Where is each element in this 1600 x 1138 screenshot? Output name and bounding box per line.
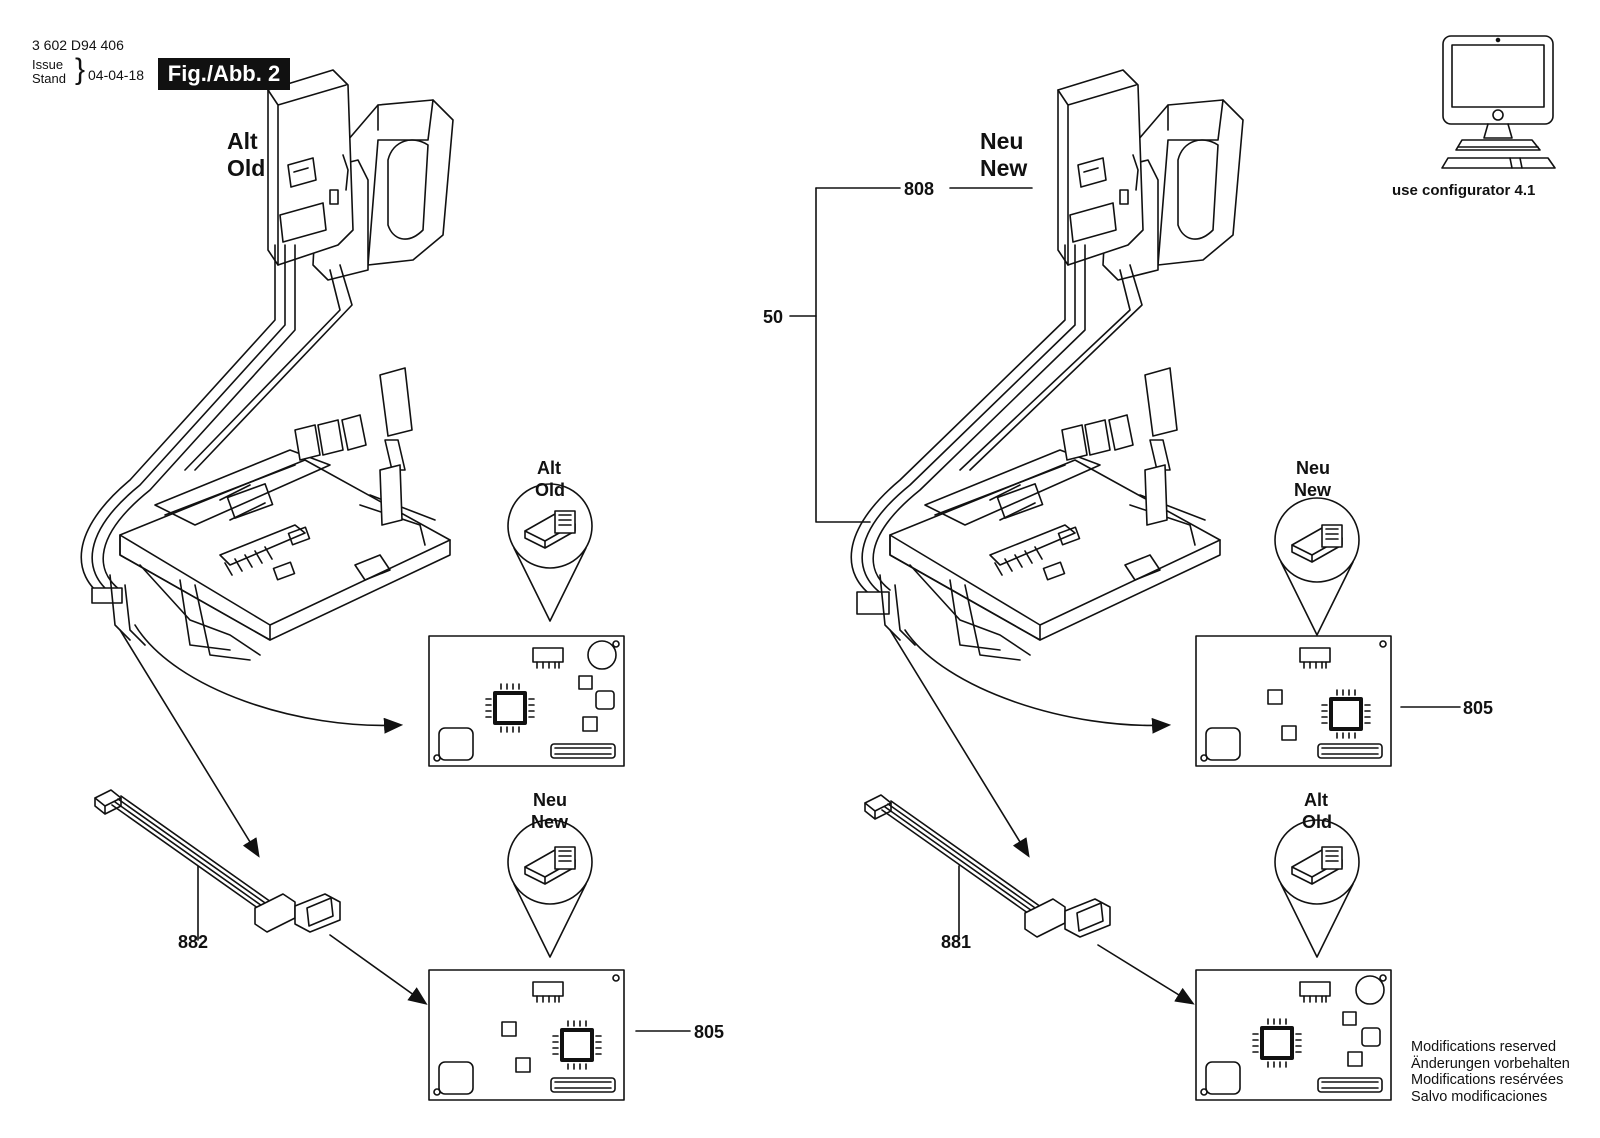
- right-part-805-label: 805: [1463, 698, 1494, 718]
- left-ribbon-cable: [80, 244, 353, 604]
- left-part-805-label: 805: [694, 1022, 725, 1042]
- note-line: Modifications reserved: [1411, 1039, 1557, 1055]
- right-upper-detail-neu: Neu: [1296, 458, 1331, 478]
- left-pcb-old: [428, 635, 625, 767]
- part-50-label: 50: [763, 307, 784, 327]
- part-number: 3 602 D94 406: [32, 37, 124, 53]
- right-lower-detail-old: Old: [1302, 812, 1332, 832]
- left-main-label-old: Old: [227, 155, 266, 181]
- part-881-label: 881: [941, 932, 972, 952]
- right-pcb-old: [1195, 969, 1392, 1101]
- note-line: Änderungen vorbehalten: [1411, 1055, 1570, 1072]
- left-callout-new: [507, 819, 593, 958]
- left-connectors: [294, 367, 413, 526]
- right-cable-881: [864, 794, 1111, 938]
- left-lower-detail-neu: Neu: [533, 790, 568, 810]
- left-cable-882: [94, 789, 341, 933]
- left-pcb-new: [428, 969, 625, 1101]
- left-callout-old: [507, 483, 593, 622]
- left-upper-detail-old: Old: [535, 480, 565, 500]
- issue-brace: }: [75, 53, 86, 86]
- right-lower-detail-alt: Alt: [1304, 790, 1328, 810]
- right-board-assembly: [879, 449, 1221, 661]
- left-main-label-alt: Alt: [227, 128, 258, 154]
- computer-monitor-icon: [1441, 35, 1556, 169]
- issue-label: Issue: [32, 57, 64, 72]
- modifications-notes: Modifications reserved Änderungen vorbeh…: [1411, 1039, 1570, 1105]
- right-callout-new: [1274, 497, 1360, 636]
- left-lower-detail-new: New: [531, 812, 569, 832]
- note-line: Salvo modificaciones: [1411, 1088, 1548, 1105]
- part-808-label: 808: [904, 179, 935, 199]
- right-main-label-new: New: [980, 155, 1028, 181]
- right-arrows: [889, 629, 1195, 1005]
- left-upper-detail-alt: Alt: [537, 458, 561, 478]
- note-line: Modifications resérvées: [1411, 1072, 1564, 1088]
- right-callout-old: [1274, 819, 1360, 958]
- right-connectors: [1061, 367, 1178, 526]
- right-main-label-neu: Neu: [980, 128, 1024, 154]
- left-arrows: [119, 624, 428, 1005]
- figure-label: Fig./Abb. 2: [158, 58, 290, 90]
- right-leader-lines: [789, 187, 1461, 937]
- issue-date: 04-04-18: [88, 67, 145, 83]
- left-leader-lines: [197, 865, 691, 1032]
- right-pcb-new: [1195, 635, 1392, 767]
- configurator-caption: use configurator 4.1: [1392, 182, 1536, 199]
- part-882-label: 882: [178, 932, 209, 952]
- right-upper-detail-new: New: [1294, 480, 1332, 500]
- stand-label: Stand: [32, 71, 66, 86]
